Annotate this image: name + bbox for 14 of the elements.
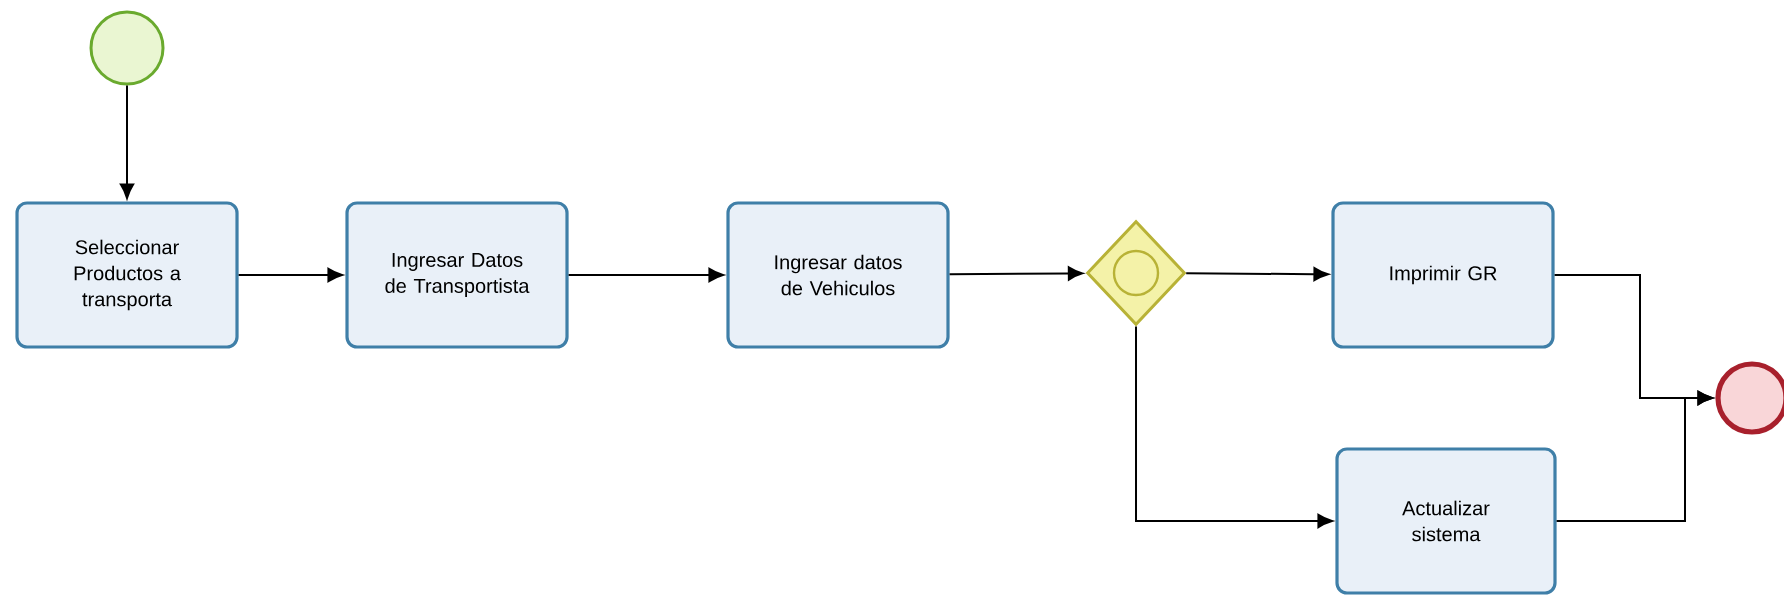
arrow bbox=[237, 267, 343, 283]
arrow bbox=[1135, 325, 1333, 529]
task-box: Ingresar datos de Vehiculos bbox=[726, 201, 950, 349]
arrow bbox=[1185, 267, 1329, 282]
task-box: Actualizar sistema bbox=[1335, 447, 1557, 595]
start-circle bbox=[89, 10, 165, 86]
end-circle bbox=[1715, 361, 1784, 435]
arrow bbox=[1555, 390, 1713, 522]
arrow bbox=[567, 267, 724, 283]
task-box: Imprimir GR bbox=[1331, 201, 1555, 349]
task-box: Ingresar Datos de Transportista bbox=[345, 201, 569, 349]
arrow bbox=[119, 84, 135, 199]
arrow bbox=[948, 266, 1084, 281]
task-box: Seleccionar Productos a transporta bbox=[15, 201, 239, 349]
